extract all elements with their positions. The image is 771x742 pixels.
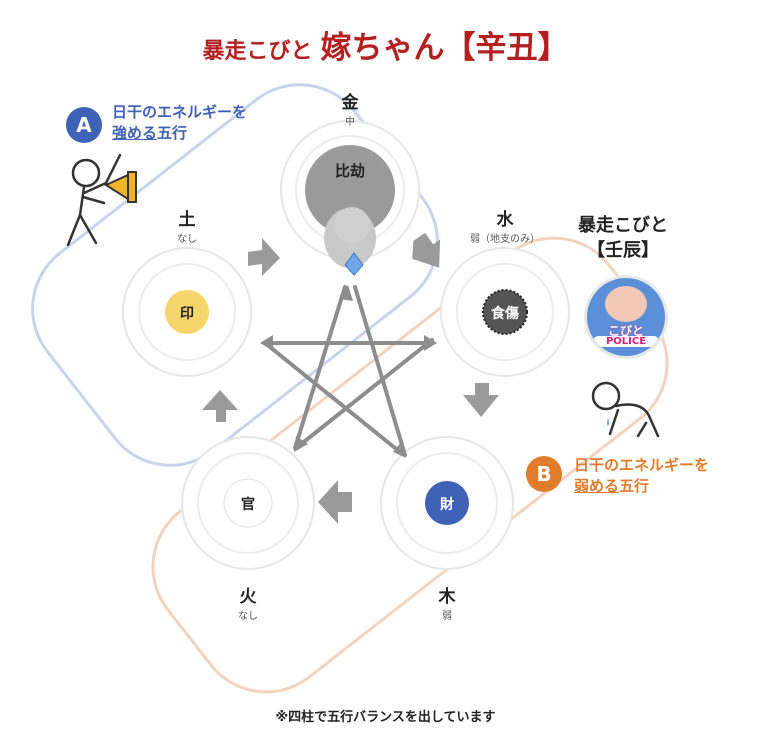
legend-b-line2: 弱める五行 xyxy=(574,476,709,497)
metal-name: 金 xyxy=(341,93,359,113)
kobito-face-icon xyxy=(605,286,647,322)
legend-b-rest: 五行 xyxy=(619,477,650,495)
earth-level: なし xyxy=(177,234,197,245)
kneeling-figure-icon xyxy=(591,381,660,438)
page-title: 暴走こびと嫁ちゃん【辛丑】 xyxy=(0,22,771,67)
wood-level: 弱 xyxy=(442,611,452,622)
legend-b-badge: B xyxy=(526,456,562,492)
legend-b-emphasis: 弱める xyxy=(574,477,620,495)
legend-b-text: 日干のエネルギーを 弱める五行 xyxy=(574,455,709,497)
badge-top-text: こびと xyxy=(607,324,644,338)
water-role-label: 食傷 xyxy=(491,306,519,322)
water-name: 水 xyxy=(496,210,514,230)
fire-role-label: 官 xyxy=(241,497,255,513)
megaphone-figure-icon xyxy=(66,153,137,247)
fire-circle xyxy=(181,436,315,570)
control-star xyxy=(263,285,434,457)
kobito-name: 暴走こびと xyxy=(578,215,668,236)
footnote: ※四柱で五行バランスを出しています xyxy=(275,710,496,725)
wood-name: 木 xyxy=(438,587,456,607)
earth-role-label: 印 xyxy=(180,306,194,322)
metal-role-label: 比劫 xyxy=(334,162,365,180)
fire-name: 火 xyxy=(239,587,257,607)
earth-name: 土 xyxy=(178,210,196,230)
badge-bottom-text: POLICE xyxy=(593,336,659,347)
legend-a-badge: A xyxy=(66,107,102,143)
earth-circle xyxy=(122,247,252,377)
legend-a-rest: 五行 xyxy=(157,124,188,142)
fire-level: なし xyxy=(238,611,258,622)
metal-circle xyxy=(280,120,420,276)
title-prefix: 暴走こびと xyxy=(202,39,313,64)
legend-b-line1: 日干のエネルギーを xyxy=(574,456,710,474)
kobito-police-badge: こびと POLICE xyxy=(584,275,668,359)
water-circle xyxy=(440,247,570,377)
title-main: 嫁ちゃん【辛丑】 xyxy=(320,30,569,66)
legend-a-emphasis: 強める xyxy=(112,124,158,142)
water-level: 弱（地支のみ） xyxy=(470,234,540,245)
generation-arrows xyxy=(202,232,499,524)
kobito-branch: 【壬辰】 xyxy=(587,240,659,261)
star-arrowheads xyxy=(260,285,437,458)
wood-circle xyxy=(380,436,514,570)
legend-a-text: 日干のエネルギーを 強める五行 xyxy=(112,102,247,144)
metal-level: 中 xyxy=(345,117,355,128)
legend-a-line2: 強める五行 xyxy=(112,123,247,144)
wood-role-label: 財 xyxy=(440,497,454,513)
legend-a-line1: 日干のエネルギーを xyxy=(112,103,248,121)
kobito-name-block: 暴走こびと 【壬辰】 xyxy=(553,213,693,263)
